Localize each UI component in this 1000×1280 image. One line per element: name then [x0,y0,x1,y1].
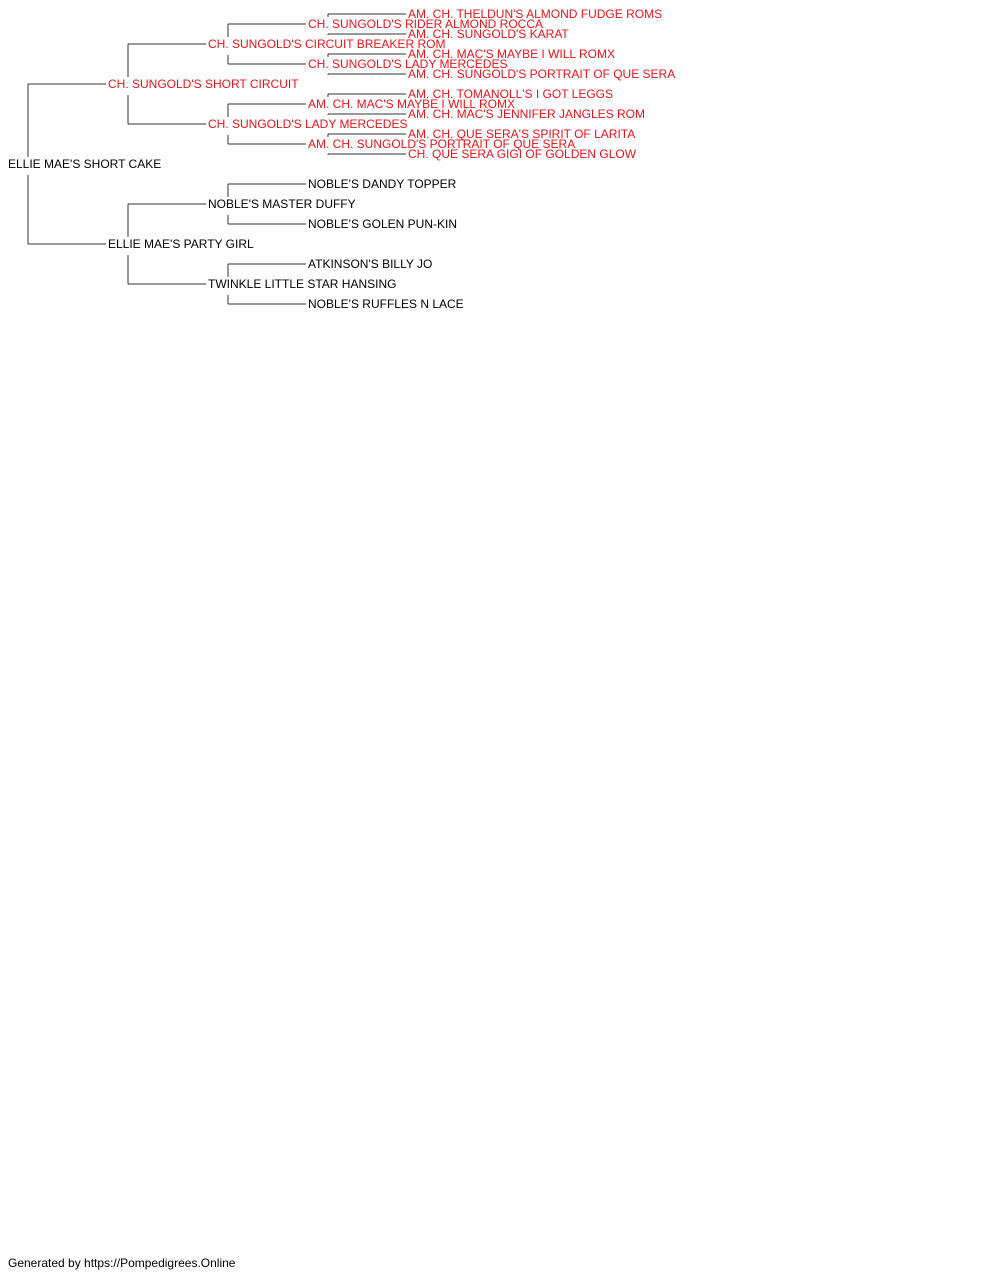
ancestor-name: NOBLE'S DANDY TOPPER [308,177,457,191]
ancestor-name: AM. CH. SUNGOLD'S PORTRAIT OF QUE SERA [308,137,575,151]
ancestor-name: CH. SUNGOLD'S SHORT CIRCUIT [108,77,299,91]
ancestor-name: ELLIE MAE'S SHORT CAKE [8,157,161,171]
ancestor-name: CH. SUNGOLD'S LADY MERCEDES [308,57,507,71]
ancestor-name: CH. QUE SERA GIGI OF GOLDEN GLOW [408,147,637,161]
ancestor-name: NOBLE'S GOLEN PUN-KIN [308,217,457,231]
ancestor-name: AM. CH. SUNGOLD'S KARAT [408,27,569,41]
ancestor-name: ELLIE MAE'S PARTY GIRL [108,237,254,251]
ancestor-name: CH. SUNGOLD'S CIRCUIT BREAKER ROM [208,37,445,51]
generated-by-credit: Generated by https://Pompedigrees.Online [8,1256,236,1270]
ancestor-name: NOBLE'S MASTER DUFFY [208,197,356,211]
ancestor-name: NOBLE'S RUFFLES N LACE [308,297,464,311]
ancestor-name: ATKINSON'S BILLY JO [308,257,432,271]
ancestor-name: AM. CH. MAC'S MAYBE I WILL ROMX [408,47,615,61]
ancestor-name: AM. CH. MAC'S MAYBE I WILL ROMX [308,97,515,111]
ancestor-name: TWINKLE LITTLE STAR HANSING [208,277,396,291]
ancestor-name: CH. SUNGOLD'S LADY MERCEDES [208,117,407,131]
ancestor-name: AM. CH. MAC'S JENNIFER JANGLES ROM [408,107,645,121]
ancestor-name: CH. SUNGOLD'S RIDER ALMOND ROCCA [308,17,543,31]
ancestor-name: AM. CH. QUE SERA'S SPIRIT OF LARITA [408,127,635,141]
ancestor-name: AM. CH. TOMANOLL'S I GOT LEGGS [408,87,613,101]
ancestor-name: AM. CH. THELDUN'S ALMOND FUDGE ROMS [408,7,662,21]
ancestor-name: AM. CH. SUNGOLD'S PORTRAIT OF QUE SERA [408,67,675,81]
